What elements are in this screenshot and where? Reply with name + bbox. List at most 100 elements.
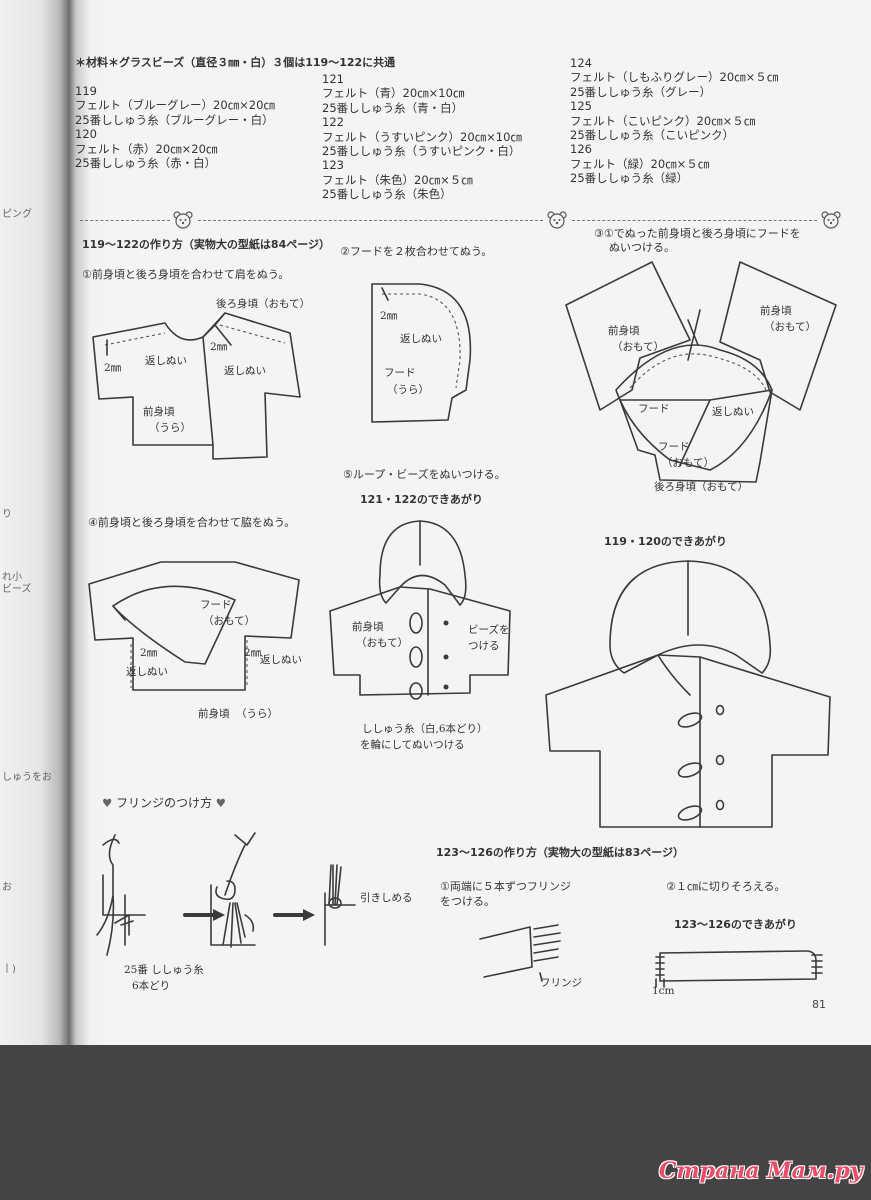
heart-icon: ♥ — [215, 796, 226, 810]
hood-label: フード — [200, 599, 232, 611]
step4-text: ④前身頃と後ろ身頃を合わせて脇をぬう。 — [88, 516, 296, 529]
material-item: 25番ししゅう糸（うすいピンク・白） — [322, 143, 521, 158]
backstitch-label: 返しぬい — [126, 666, 168, 678]
omote-label: （おもて） — [612, 341, 665, 353]
ura-label: （うら） — [387, 384, 429, 396]
left-page-fragment: ピング — [2, 209, 32, 220]
front-body-label: 前身頃 — [352, 621, 384, 633]
left-page-fragment: ビーズ — [2, 584, 32, 595]
material-item: 125 — [570, 99, 592, 114]
s2-step2: ②１㎝に切りそろえる。 — [666, 880, 786, 893]
material-item: 124 — [570, 56, 592, 70]
material-item: 121 — [322, 72, 344, 86]
material-item: フェルト（青）20㎝×10㎝ — [322, 86, 465, 101]
materials-col2: 121 フェルト（青）20㎝×10㎝ 25番ししゅう糸（青・白） 122 フェル… — [322, 72, 522, 201]
front-body-label: 前身頃 — [143, 406, 175, 418]
step3-text-line1: ③①でぬった前身頃と後ろ身頃にフードを — [594, 227, 801, 240]
backstitch-label: 返しぬい — [400, 333, 442, 345]
left-page-fragment: しゅうをお — [2, 772, 52, 783]
backstitch-label: 返しぬい — [145, 355, 187, 367]
material-item: フェルト（緑）20㎝×５㎝ — [570, 156, 710, 171]
material-item: フェルト（赤）20㎝×20㎝ — [75, 141, 218, 156]
material-item: 25番ししゅう糸（青・白） — [322, 100, 464, 115]
heart-icon: ♥ — [102, 796, 113, 810]
step3-text-line2: ぬいつける。 — [609, 241, 675, 254]
material-item: フェルト（しもふりグレー）20㎝×５㎝ — [570, 70, 779, 85]
left-page-fragment: れ小 — [2, 572, 22, 583]
fringe-label: フリンジ — [540, 977, 582, 989]
page-number: 81 — [812, 998, 826, 1011]
material-item: フェルト（うすいピンク）20㎝×10㎝ — [322, 129, 522, 144]
s2-step1-line2: をつける。 — [440, 895, 495, 908]
hood-label: フード — [658, 441, 690, 453]
material-item: 25番ししゅう糸（こいピンク） — [570, 127, 735, 142]
backstitch-label: 返しぬい — [260, 654, 302, 666]
front-body-label: 前身頃 — [760, 305, 792, 317]
thread-label-line1: ししゅう糸（白,6本どり） — [362, 723, 488, 735]
scan-background — [0, 1045, 871, 1200]
back-front-label: 後ろ身頃（おもて） — [654, 481, 749, 493]
mm-label: 2㎜ — [210, 341, 228, 353]
fringe-title: ♥ フリンジのつけ方 ♥ — [102, 796, 226, 811]
omote-label: （おもて） — [356, 637, 409, 649]
material-item: 120 — [75, 127, 97, 142]
thread-label-line2: を輪にしてぬいつける — [360, 739, 465, 751]
materials-col1: 119 フェルト（ブルーグレー）20㎝×20㎝ 25番ししゅう糸（ブルーグレー・… — [75, 84, 275, 170]
mm-label: 2㎜ — [380, 310, 398, 322]
beads-label-line2: つける — [468, 640, 500, 652]
front-body-label: 前身頃 — [608, 325, 640, 337]
material-item: 25番ししゅう糸（ブルーグレー・白） — [75, 112, 274, 127]
s2-done-title: 123～126のできあがり — [674, 918, 797, 931]
left-page-fragment: 丨) — [2, 964, 16, 975]
bear-icon — [547, 211, 567, 229]
material-item: 25番ししゅう糸（緑） — [570, 171, 689, 185]
section-divider — [80, 220, 170, 221]
back-front-label: 後ろ身頃（おもて） — [216, 298, 311, 310]
fringe-steps-diagram — [96, 832, 356, 956]
material-item: 25番ししゅう糸（赤・白） — [75, 155, 217, 170]
section2-title: 123～126の作り方（実物大の型紙は83ページ） — [436, 846, 685, 859]
fringe-thread-line2: 6本どり — [132, 980, 171, 992]
attach-hood-diagram — [565, 261, 837, 483]
mm-label: 2㎜ — [140, 647, 158, 659]
fringe-title-text: フリンジのつけ方 — [115, 796, 212, 810]
scarf-fringe-diagram — [479, 924, 561, 982]
book-spine-shadow — [0, 0, 115, 1045]
hood-label: フード — [384, 367, 416, 379]
left-page-fragment: り — [2, 509, 12, 520]
step2-text: ②フードを２枚合わせてぬう。 — [340, 245, 493, 258]
ura-label: （うら） — [149, 422, 191, 434]
omote-label: （おもて） — [662, 457, 715, 469]
front-body-label: 前身頃 — [198, 708, 230, 720]
material-item: 25番ししゅう糸（グレー） — [570, 84, 712, 99]
material-item: 119 — [75, 84, 97, 98]
done-121-122-title: 121・122のできあがり — [360, 493, 483, 506]
bear-icon — [821, 211, 841, 229]
s2-step1-line1: ①両端に５本ずつフリンジ — [440, 880, 571, 893]
material-item: フェルト（朱色）20㎝×５㎝ — [322, 172, 473, 187]
step1-text: ①前身頃と後ろ身頃を合わせて肩をぬう。 — [82, 268, 290, 281]
material-item: 126 — [570, 142, 592, 157]
done-119-120-title: 119・120のできあがり — [604, 535, 727, 548]
material-item: フェルト（ブルーグレー）20㎝×20㎝ — [75, 98, 275, 113]
omote-label: （おもて） — [764, 321, 817, 333]
material-item: 123 — [322, 158, 344, 173]
scarf-finished-diagram — [655, 950, 823, 988]
mm-label: 2㎜ — [104, 362, 122, 374]
material-item: 122 — [322, 115, 344, 130]
materials-header: ＊材料＊グラスビーズ（直径３㎜・白）３個は119～122に共通 — [75, 56, 396, 69]
ura-label: （うら） — [236, 708, 278, 720]
backstitch-label: 返しぬい — [224, 365, 266, 377]
bear-icon — [173, 211, 193, 229]
backstitch-label: 返しぬい — [712, 406, 754, 418]
material-item: フェルト（こいピンク）20㎝×５㎝ — [570, 113, 756, 128]
step5-text: ⑤ループ・ビーズをぬいつける。 — [343, 468, 506, 481]
side-seam-diagram — [88, 561, 300, 691]
omote-label: （おもて） — [203, 615, 256, 627]
section1-title: 119～122の作り方（実物大の型紙は84ページ） — [82, 238, 331, 251]
mm-label: 2㎜ — [244, 647, 262, 659]
book-page: ピング り れ小 ビーズ しゅうをお お 丨) ＊材料＊グラスビーズ（直径３㎜・… — [0, 0, 871, 1045]
hood-label: フード — [638, 403, 670, 415]
pull-label: 引きしめる — [360, 892, 413, 904]
cm-label: 1cm — [652, 985, 675, 997]
